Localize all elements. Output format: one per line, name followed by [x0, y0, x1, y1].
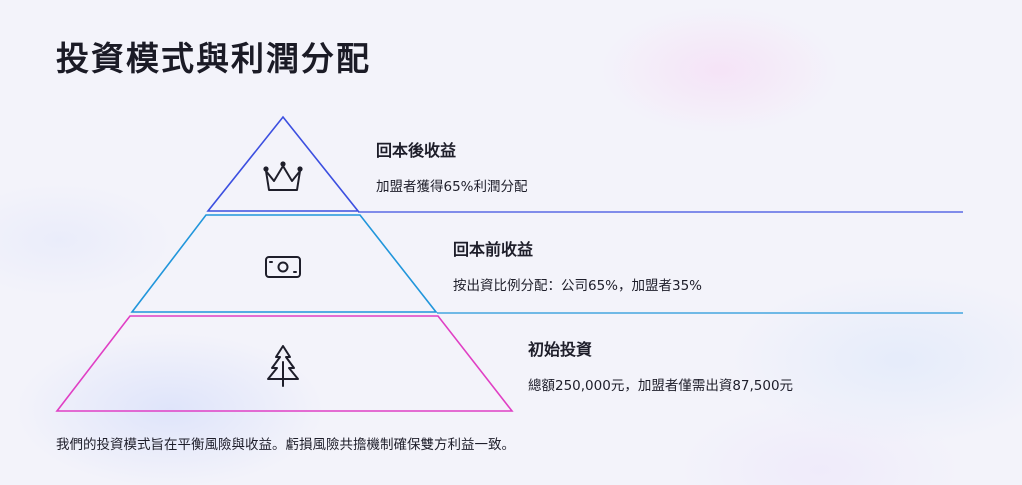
page-title: 投資模式與利潤分配 — [56, 39, 371, 78]
pyramid-tier-middle — [130, 214, 438, 313]
pyramid-tier-top — [206, 115, 360, 212]
crown-icon — [263, 161, 303, 191]
tier-top-title: 回本後收益 — [376, 141, 457, 160]
tier-top-description: 加盟者獲得65%利潤分配 — [376, 179, 528, 195]
footer-note: 我們的投資模式旨在平衡風險與收益。虧損風險共擔機制確保雙方利益一致。 — [56, 437, 515, 453]
tier-middle-description: 按出資比例分配：公司65%，加盟者35% — [453, 278, 703, 294]
tier-middle-title: 回本前收益 — [453, 240, 534, 259]
money-icon — [265, 256, 301, 278]
tier-bottom-title: 初始投資 — [528, 340, 593, 359]
pyramid-tier-bottom — [55, 315, 514, 412]
tree-icon — [267, 345, 299, 387]
tier-bottom-description: 總額250,000元，加盟者僅需出資87,500元 — [528, 378, 794, 394]
